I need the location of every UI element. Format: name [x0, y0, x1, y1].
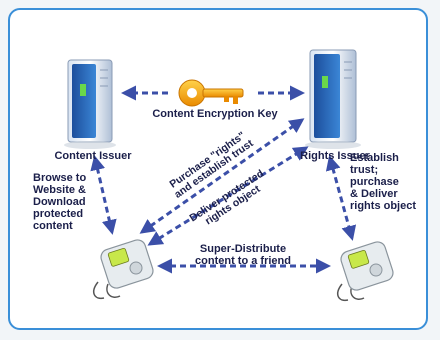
superdistribute-label: Super-Distribute content to a friend	[195, 243, 291, 267]
music-player-icon-right	[337, 241, 394, 302]
content-issuer-server-icon	[64, 59, 116, 149]
key-icon	[178, 79, 244, 107]
deliver-arrow	[147, 146, 309, 246]
establish-label: Establish trust; purchase & Deliver righ…	[350, 152, 417, 212]
establish-arrow	[325, 155, 357, 241]
music-player-icon	[93, 239, 154, 300]
browse-arrow	[90, 155, 117, 235]
browse-label: Browse to Website & Download protected c…	[33, 172, 87, 232]
content-issuer-label: Content Issuer	[54, 150, 132, 162]
rights-issuer-label: Rights Issuer	[300, 150, 370, 162]
rights-issuer-server-icon	[305, 49, 361, 149]
key-label: Content Encryption Key	[152, 108, 278, 120]
